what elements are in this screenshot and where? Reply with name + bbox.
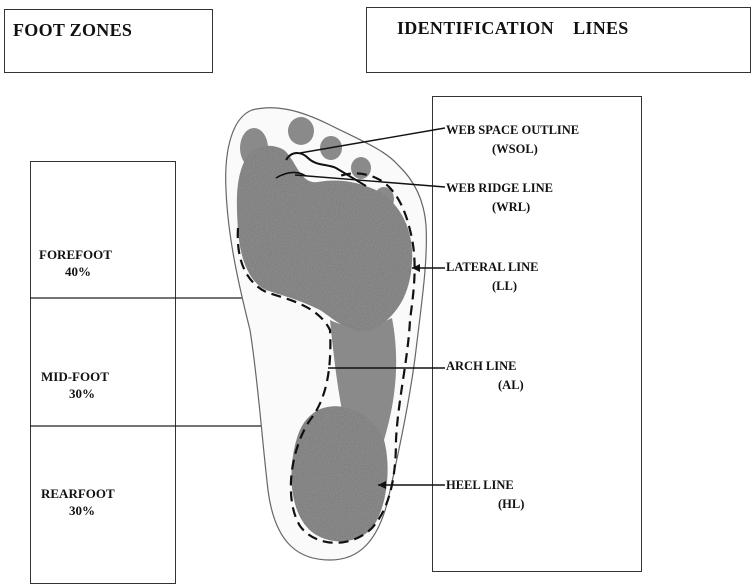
label-wrl-name: WEB RIDGE LINE	[446, 179, 553, 198]
label-al-abbr: (AL)	[446, 376, 524, 395]
label-hl-name: HEEL LINE	[446, 476, 524, 495]
label-ll-name: LATERAL LINE	[446, 258, 539, 277]
label-al: ARCH LINE (AL)	[446, 357, 524, 395]
label-hl-abbr: (HL)	[446, 495, 524, 514]
label-wrl-abbr: (WRL)	[446, 198, 553, 217]
label-wrl: WEB RIDGE LINE (WRL)	[446, 179, 553, 217]
label-wsol-name: WEB SPACE OUTLINE	[446, 121, 579, 140]
label-al-name: ARCH LINE	[446, 357, 524, 376]
label-hl: HEEL LINE (HL)	[446, 476, 524, 514]
label-wsol: WEB SPACE OUTLINE (WSOL)	[446, 121, 579, 159]
label-ll-abbr: (LL)	[446, 277, 539, 296]
label-wsol-abbr: (WSOL)	[446, 140, 579, 159]
label-ll: LATERAL LINE (LL)	[446, 258, 539, 296]
